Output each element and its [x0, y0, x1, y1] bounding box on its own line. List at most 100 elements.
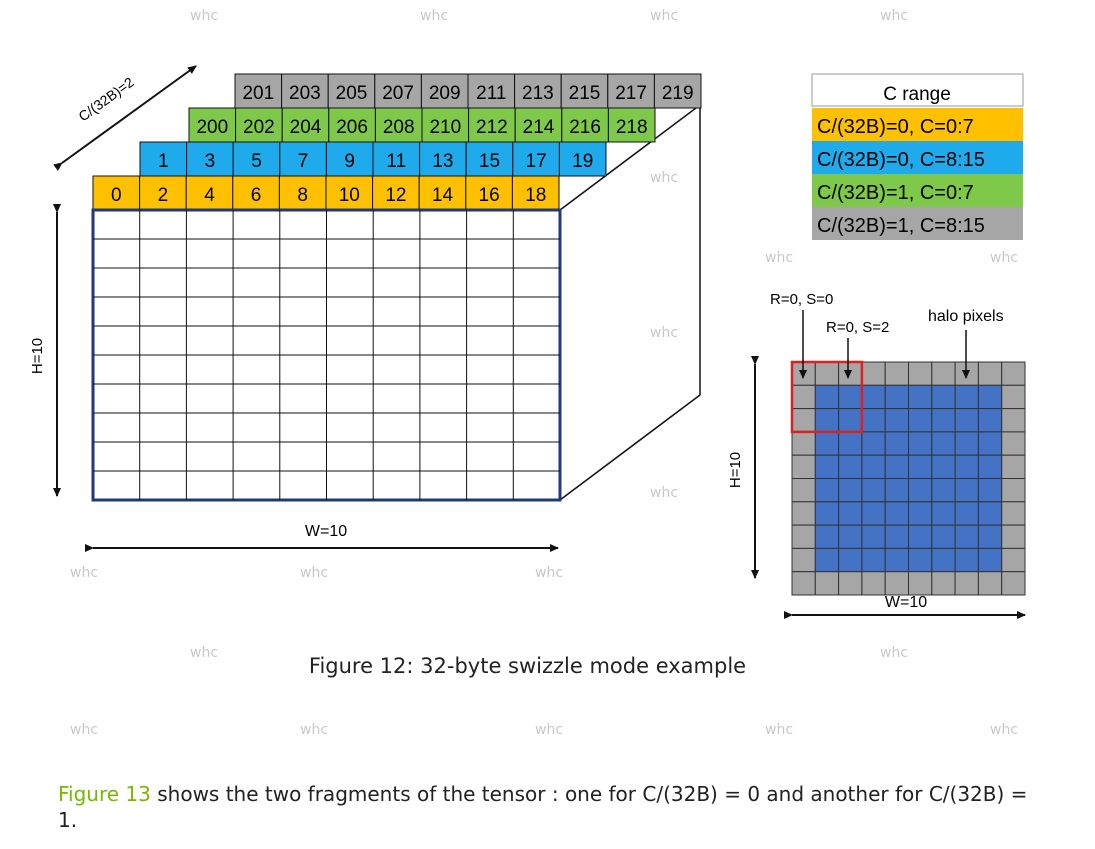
inner-pixel [884, 384, 910, 410]
number-label: 10 [339, 185, 360, 206]
number-label: 19 [572, 151, 593, 172]
number-cell [561, 107, 609, 143]
inner-pixel [814, 478, 840, 503]
inner-pixel [814, 384, 840, 410]
inner-pixel [838, 501, 863, 526]
number-label: 201 [242, 83, 274, 104]
halo-pixel [1001, 408, 1026, 433]
h-axis-label: H=10 [29, 338, 46, 374]
inner-pixel [814, 431, 840, 456]
watermark: whc [880, 8, 909, 24]
inner-pixel [977, 547, 1003, 573]
label-r0-s2: R=0, S=2 [826, 319, 889, 336]
number-label: 213 [522, 83, 554, 104]
inner-pixel [954, 547, 979, 573]
watermark: whc [70, 722, 99, 738]
number-cell [374, 107, 423, 143]
c-axis-arrow [53, 65, 197, 171]
watermark: whc [990, 250, 1019, 266]
inner-pixel [954, 478, 979, 503]
inner-pixel [931, 408, 956, 433]
legend-entry-box [812, 174, 1023, 207]
inner-pixel [977, 454, 1003, 480]
inner-pixel [838, 454, 863, 480]
halo-pixel [954, 571, 979, 596]
inner-pixel [861, 478, 886, 503]
inner-pixel [908, 454, 933, 480]
number-cell [232, 175, 280, 211]
legend-entry-box [812, 207, 1023, 240]
number-label: 212 [476, 117, 508, 138]
figure-13-link[interactable]: Figure 13 [58, 782, 151, 806]
number-cell [607, 73, 655, 109]
number-cell [325, 141, 374, 177]
watermark: whc [650, 485, 679, 501]
inner-pixel [977, 501, 1003, 526]
halo-pixel [884, 361, 910, 386]
halo-pixel [1001, 524, 1026, 549]
watermark: whc [300, 565, 329, 581]
number-cell [607, 107, 656, 143]
legend-entry-label: C/(32B)=1, C=0:7 [817, 182, 974, 204]
watermark: whc [535, 722, 564, 738]
number-cell [419, 141, 467, 177]
halo-pixel [791, 524, 816, 549]
halo-pixel [884, 571, 910, 596]
figure-caption: Figure 12: 32-byte swizzle mode example [308, 654, 747, 678]
number-label: 16 [479, 185, 500, 206]
inner-pixel [908, 547, 933, 573]
watermark: whc [990, 722, 1019, 738]
inner-pixel [931, 454, 956, 480]
number-label: 210 [429, 117, 461, 138]
inner-pixel [954, 384, 979, 410]
number-label: 9 [344, 151, 355, 172]
inner-pixel [977, 408, 1003, 433]
halo-pixel-grid [790, 360, 1026, 596]
halo-pixel [1001, 431, 1026, 456]
watermark: whc [650, 8, 679, 24]
legend-entry-label: C/(32B)=1, C=8:15 [817, 215, 985, 237]
halo-pixel [791, 478, 816, 503]
inner-pixel [908, 431, 933, 456]
number-cell [560, 73, 609, 109]
number-label: 204 [290, 117, 322, 138]
halo-pixel [791, 501, 816, 526]
number-cell [278, 175, 327, 211]
number-cell [465, 175, 513, 211]
halo-pixel [791, 384, 816, 410]
inner-pixel [954, 501, 979, 526]
inner-pixel [908, 501, 933, 526]
number-cell [281, 107, 330, 143]
halo-w-label: W=10 [885, 594, 927, 611]
number-label: 7 [298, 151, 309, 172]
number-label: 209 [429, 83, 461, 104]
watermark: whc [190, 8, 219, 24]
inner-pixel [954, 408, 979, 433]
inner-pixel [954, 431, 979, 456]
inner-pixel [908, 478, 933, 503]
inner-pixel [884, 547, 910, 573]
watermark: whc [765, 722, 794, 738]
c-axis-label: C/(32B)=2 [75, 74, 137, 125]
number-label: 216 [569, 117, 601, 138]
filter-window-highlight [790, 360, 864, 434]
number-cell [372, 175, 420, 211]
watermark: whc [70, 565, 99, 581]
number-label: 214 [523, 117, 555, 138]
inner-pixel [954, 524, 979, 549]
number-label: 211 [476, 83, 506, 104]
number-label: 12 [385, 185, 406, 206]
halo-pixel [838, 571, 863, 596]
halo-pixel [1001, 571, 1026, 596]
legend-entry-box [812, 108, 1023, 141]
halo-pixel [1001, 501, 1026, 526]
number-label: 11 [386, 151, 406, 172]
halo-pixel [1001, 454, 1026, 480]
watermark: whc [300, 722, 329, 738]
inner-pixel [884, 408, 910, 433]
number-label: 6 [251, 185, 262, 206]
number-label: 219 [662, 83, 694, 104]
number-label: 215 [569, 83, 601, 104]
number-label: 207 [382, 83, 414, 104]
